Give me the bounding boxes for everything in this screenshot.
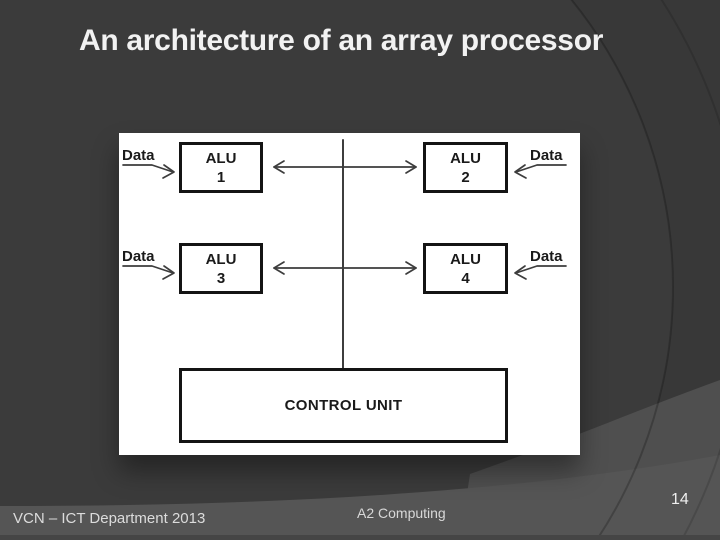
alu4-box: ALU 4 <box>423 243 508 294</box>
data-arrow-bottom-right <box>514 265 567 280</box>
page-number: 14 <box>671 491 689 508</box>
footer-band <box>0 455 720 540</box>
alu1-label: ALU <box>205 149 237 167</box>
data-arrow-top-right <box>514 164 567 179</box>
slide-title: An architecture of an array processor <box>79 24 604 57</box>
alu3-box: ALU 3 <box>179 243 263 294</box>
footer-department-text: VCN – ICT Department 2013 <box>13 510 206 527</box>
control-unit-box: CONTROL UNIT <box>179 368 508 443</box>
alu3-label: ALU <box>205 250 237 268</box>
alu2-label: ALU <box>450 149 481 167</box>
data-label-top-right: Data <box>530 147 563 164</box>
arc-line-inner <box>570 0 674 540</box>
bottom-strip <box>0 535 720 540</box>
alu2-number: 2 <box>461 168 470 186</box>
data-arrow-bottom-left <box>122 265 175 280</box>
alu4-number: 4 <box>461 269 470 287</box>
data-label-top-left: Data <box>122 147 155 164</box>
alu4-label: ALU <box>450 250 481 268</box>
diagram-panel: ALU 1 ALU 2 ALU 3 ALU 4 CONTROL UNIT Dat… <box>119 133 580 455</box>
control-unit-label: CONTROL UNIT <box>284 397 403 414</box>
bottom-bidirectional-arrow <box>273 261 417 275</box>
data-label-bottom-right: Data <box>530 248 563 265</box>
alu2-box: ALU 2 <box>423 142 508 193</box>
diagram-connectors <box>122 139 567 369</box>
data-arrow-top-left <box>122 164 175 179</box>
top-bidirectional-arrow <box>273 160 417 174</box>
alu3-number: 3 <box>216 269 226 287</box>
alu1-box: ALU 1 <box>179 142 263 193</box>
footer-course-text: A2 Computing <box>357 505 446 521</box>
data-label-bottom-left: Data <box>122 248 155 265</box>
alu1-number: 1 <box>216 168 226 186</box>
